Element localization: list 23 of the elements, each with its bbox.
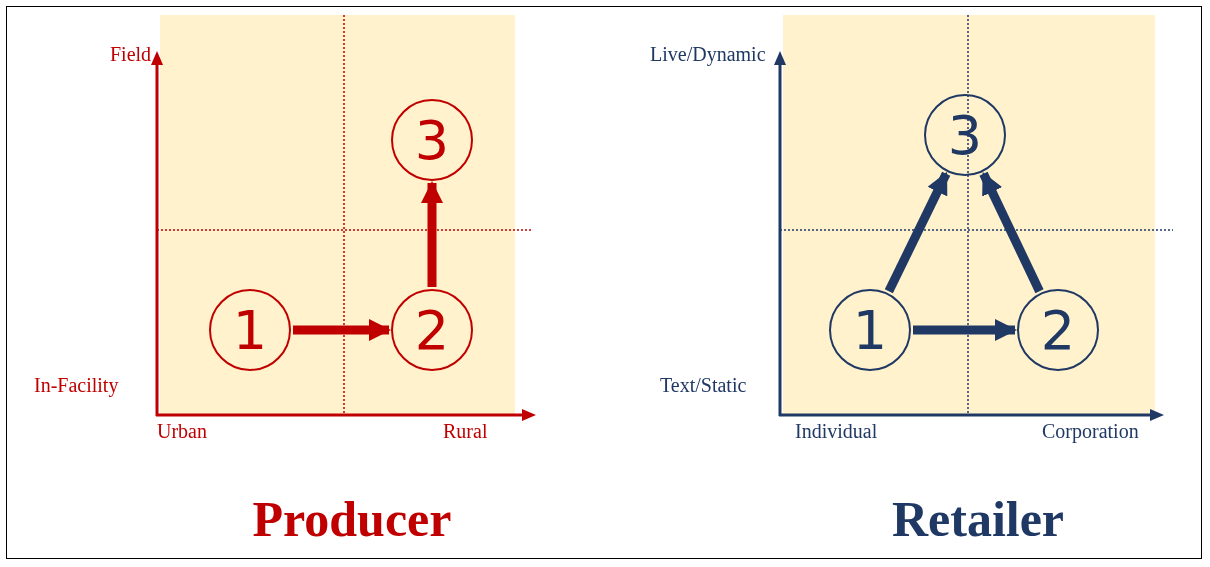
arrow bbox=[293, 319, 391, 341]
circled-number: 3 bbox=[924, 94, 1006, 176]
quadrant-panel bbox=[160, 15, 515, 415]
chart-title: Retailer bbox=[891, 490, 1065, 548]
circled-number: 3 bbox=[391, 99, 473, 181]
arrow bbox=[979, 171, 1044, 294]
circled-number: 2 bbox=[391, 289, 473, 371]
circled-number: 1 bbox=[829, 289, 911, 371]
axis-label: Live/Dynamic bbox=[650, 43, 766, 66]
circled-number: 1 bbox=[209, 289, 291, 371]
axis-label: Text/Static bbox=[660, 374, 747, 397]
axis-label: In-Facility bbox=[34, 374, 119, 397]
axis-label: Corporation bbox=[1042, 420, 1139, 443]
circled-number: 2 bbox=[1017, 289, 1099, 371]
axis-label: Field bbox=[110, 43, 152, 66]
arrow bbox=[884, 171, 951, 294]
chart-title: Producer bbox=[252, 490, 452, 548]
arrow bbox=[421, 181, 443, 287]
arrow bbox=[913, 319, 1017, 341]
axis-label: Rural bbox=[443, 420, 488, 443]
quadrant-panel bbox=[783, 15, 1155, 415]
axis-label: Individual bbox=[795, 420, 878, 443]
axis-label: Urban bbox=[157, 420, 207, 443]
